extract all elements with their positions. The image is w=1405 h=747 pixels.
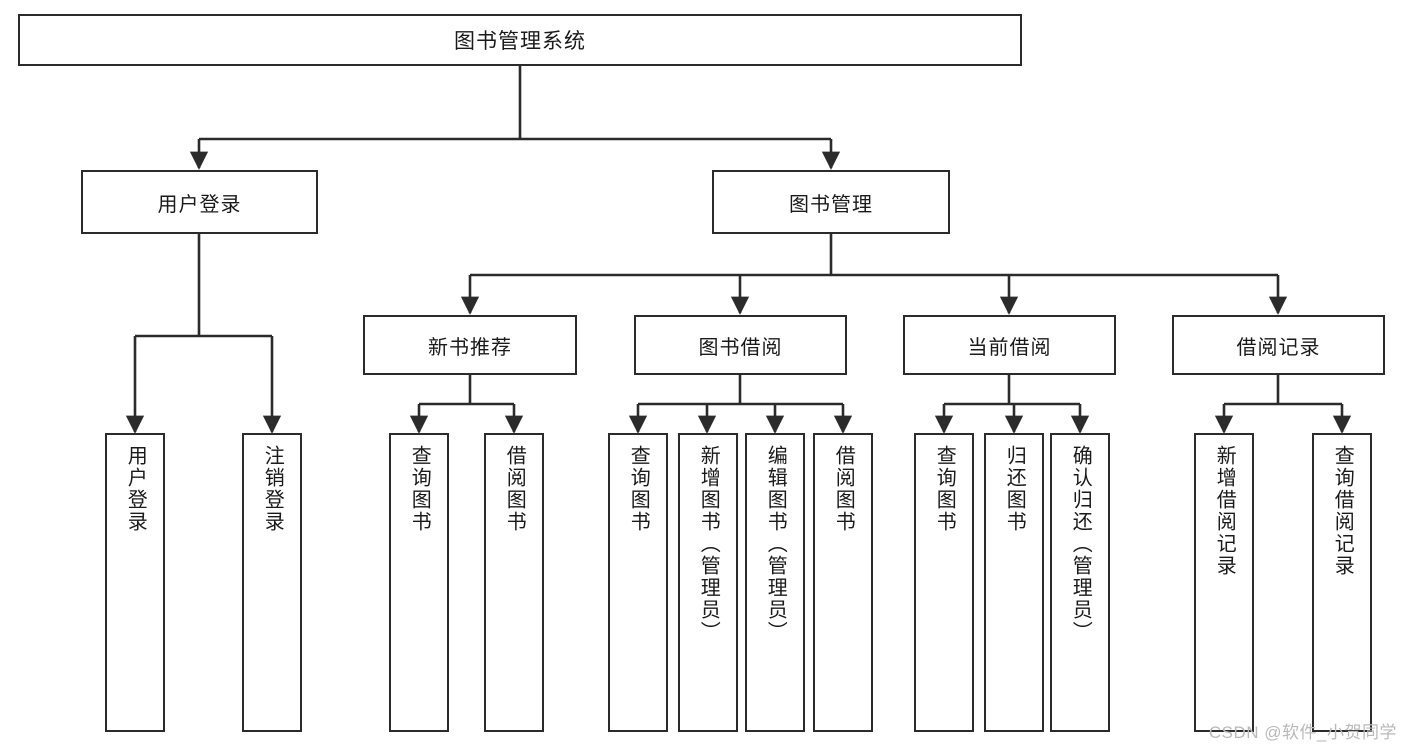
node-new-book-recommend[interactable]: 新书推荐: [363, 315, 577, 375]
leaf-borrow-book-new[interactable]: 借阅图书: [484, 433, 544, 732]
node-user-login[interactable]: 用户登录: [81, 170, 318, 234]
node-current-borrow-label: 当前借阅: [967, 336, 1052, 359]
leaf-query-book-borrow[interactable]: 查询图书: [608, 433, 668, 732]
leaf-edit-book-admin-label: 编辑图书（管理员）: [764, 445, 787, 643]
leaf-borrow-book-new-label: 借阅图书: [503, 445, 526, 533]
leaf-query-borrow-record[interactable]: 查询借阅记录: [1312, 433, 1372, 732]
node-book-management[interactable]: 图书管理: [712, 170, 950, 234]
leaf-borrow-book-label: 借阅图书: [832, 445, 855, 533]
leaf-return-book[interactable]: 归还图书: [984, 433, 1044, 732]
leaf-edit-book-admin[interactable]: 编辑图书（管理员）: [745, 433, 805, 732]
leaf-query-borrow-record-label: 查询借阅记录: [1331, 445, 1354, 577]
leaf-user-login-label: 用户登录: [124, 445, 147, 533]
leaf-confirm-return-admin-label: 确认归还（管理员）: [1069, 445, 1092, 643]
node-borrow-record-label: 借阅记录: [1236, 336, 1321, 359]
leaf-add-borrow-record[interactable]: 新增借阅记录: [1194, 433, 1254, 732]
leaf-user-login[interactable]: 用户登录: [105, 433, 165, 732]
leaf-logout-label: 注销登录: [261, 445, 284, 533]
node-borrow-record[interactable]: 借阅记录: [1172, 315, 1385, 375]
node-book-borrow[interactable]: 图书借阅: [634, 315, 847, 375]
leaf-query-book-borrow-label: 查询图书: [627, 445, 650, 533]
leaf-logout[interactable]: 注销登录: [242, 433, 302, 732]
leaf-add-book-admin[interactable]: 新增图书（管理员）: [678, 433, 738, 732]
leaf-query-book-new[interactable]: 查询图书: [389, 433, 449, 732]
node-current-borrow[interactable]: 当前借阅: [903, 315, 1116, 375]
leaf-query-book-current-label: 查询图书: [933, 445, 956, 533]
node-book-management-label: 图书管理: [789, 193, 873, 216]
node-new-book-recommend-label: 新书推荐: [428, 336, 512, 359]
leaf-query-book-current[interactable]: 查询图书: [914, 433, 974, 732]
leaf-query-book-new-label: 查询图书: [408, 445, 431, 533]
leaf-borrow-book[interactable]: 借阅图书: [813, 433, 873, 732]
watermark: CSDN @软件_小贺同学: [1208, 723, 1397, 742]
node-user-login-label: 用户登录: [157, 193, 242, 216]
leaf-add-book-admin-label: 新增图书（管理员）: [697, 445, 720, 643]
node-root[interactable]: 图书管理系统: [18, 14, 1022, 66]
node-root-label: 图书管理系统: [454, 30, 586, 53]
leaf-add-borrow-record-label: 新增借阅记录: [1213, 445, 1236, 577]
node-book-borrow-label: 图书借阅: [698, 336, 783, 359]
leaf-return-book-label: 归还图书: [1003, 445, 1026, 533]
leaf-confirm-return-admin[interactable]: 确认归还（管理员）: [1050, 433, 1110, 732]
